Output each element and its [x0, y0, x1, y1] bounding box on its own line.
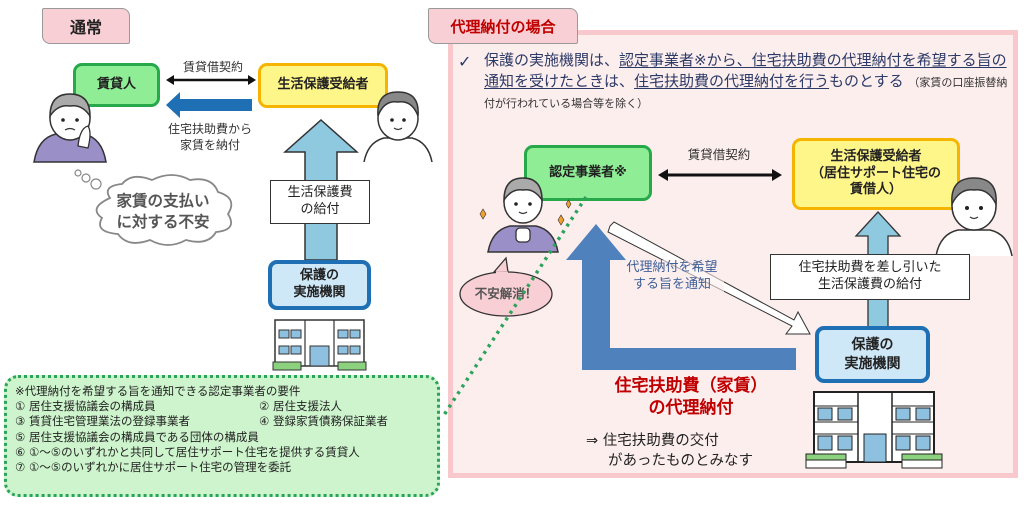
proxy-banner: 代理納付の場合	[428, 8, 578, 44]
recipient-box: 生活保護受給者	[258, 63, 388, 108]
proxy-recipient-box: 生活保護受給者 （居住サポート住宅の 賃借人）	[792, 138, 960, 210]
relief-text: 不安解消！	[474, 286, 538, 301]
proxy-recipient-person-icon	[935, 177, 1013, 257]
agency-box-normal: 保護の 実施機関	[268, 260, 371, 310]
agency-box-proxy: 保護の 実施機関	[815, 326, 930, 383]
requirements-connector-line	[442, 196, 588, 416]
welfare-payment-box: 生活保護費 の給付	[270, 180, 370, 224]
lease-label: 賃貸借契約	[182, 60, 243, 74]
check-icon: ✓	[458, 52, 472, 71]
normal-banner: 通常	[42, 8, 130, 44]
rent-payment-arrow-icon	[166, 92, 252, 118]
certified-business-box: 認定事業者※	[524, 145, 652, 201]
requirement-row: ⑥ ①～⑤のいずれかと共同して居住サポート住宅を提供する賃貸人	[15, 444, 360, 459]
recipient-label: 生活保護受給者	[277, 77, 369, 93]
relief-speech-bubble-icon	[459, 256, 553, 317]
proxy-government-building-icon	[805, 391, 943, 469]
requirement-row: ③ 賃貸住宅管理業法の登録事業者 ④ 登録家賃債務保証業者	[15, 414, 388, 429]
landlord-label: 賃貸人	[96, 76, 136, 92]
proxy-lease-label: 賃貸借契約	[687, 147, 751, 162]
notify-label: 代理納付を希望 する旨を通知	[620, 260, 724, 294]
requirements-title: ※代理納付を希望する旨を通知できる認定事業者の要件	[15, 384, 301, 398]
recipient-person-icon	[363, 91, 433, 163]
lease-double-arrow-icon	[166, 75, 256, 85]
proxy-payment-title: 住宅扶助費（家賃） の代理納付	[614, 376, 768, 419]
deemed-text: ⇒ 住宅扶助費の交付 があったものとみなす	[586, 433, 753, 469]
proxy-notice-text: 保護の実施機関は、認定事業者※から、住宅扶助費の代理納付を希望する旨の通知を受け…	[484, 51, 1008, 110]
requirement-row: ⑦ ①～⑤のいずれかに居住サポート住宅の管理を委託	[15, 459, 292, 474]
requirement-row: ⑤ 居住支援協議会の構成員である団体の構成員	[15, 429, 259, 444]
government-building-icon	[272, 319, 367, 371]
proxy-lease-double-arrow-icon	[658, 169, 782, 181]
reduced-payment-box: 住宅扶助費を差し引いた 生活保護費の給付	[770, 254, 970, 300]
worry-text: 家賃の支払い に対する不安	[116, 192, 210, 231]
worry-cloud-icon	[74, 169, 233, 246]
landlord-box: 賃貸人	[73, 63, 160, 107]
worried-landlord-person-icon	[33, 93, 107, 163]
rent-payment-label: 住宅扶助費から 家賃を納付	[167, 122, 252, 152]
requirements-box: ※代理納付を希望する旨を通知できる認定事業者の要件 ① 居住支援協議会の構成員 …	[4, 375, 440, 497]
requirement-row: ① 居住支援協議会の構成員 ② 居住支援法人	[15, 399, 342, 414]
proxy-payment-arrow-icon	[566, 224, 796, 370]
relieved-business-person-icon	[479, 177, 572, 253]
